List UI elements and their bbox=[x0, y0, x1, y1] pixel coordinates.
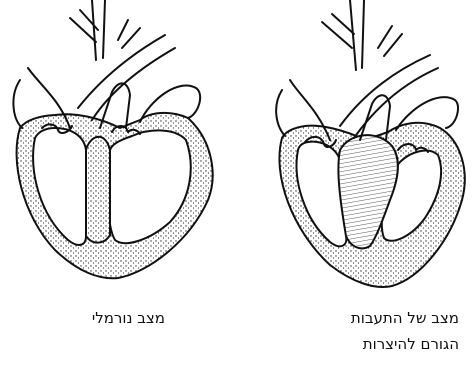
thickened-heart-caption-line1: מצב של התעבות bbox=[351, 307, 459, 329]
normal-heart-icon bbox=[13, 0, 212, 278]
normal-heart-caption: מצב נורמלי bbox=[92, 307, 165, 329]
normal-heart-aorta bbox=[78, 35, 175, 120]
thickened-heart-branch-1 bbox=[322, 14, 354, 48]
thickened-heart-caption-line2: הגורם להיצרות bbox=[363, 333, 459, 355]
thickened-heart-aorta-arch bbox=[350, 0, 364, 70]
normal-heart-branch-2 bbox=[118, 20, 140, 48]
thickened-heart-icon bbox=[276, 0, 465, 287]
normal-heart-septum bbox=[86, 137, 110, 243]
thickened-heart-branch-2 bbox=[378, 26, 402, 56]
